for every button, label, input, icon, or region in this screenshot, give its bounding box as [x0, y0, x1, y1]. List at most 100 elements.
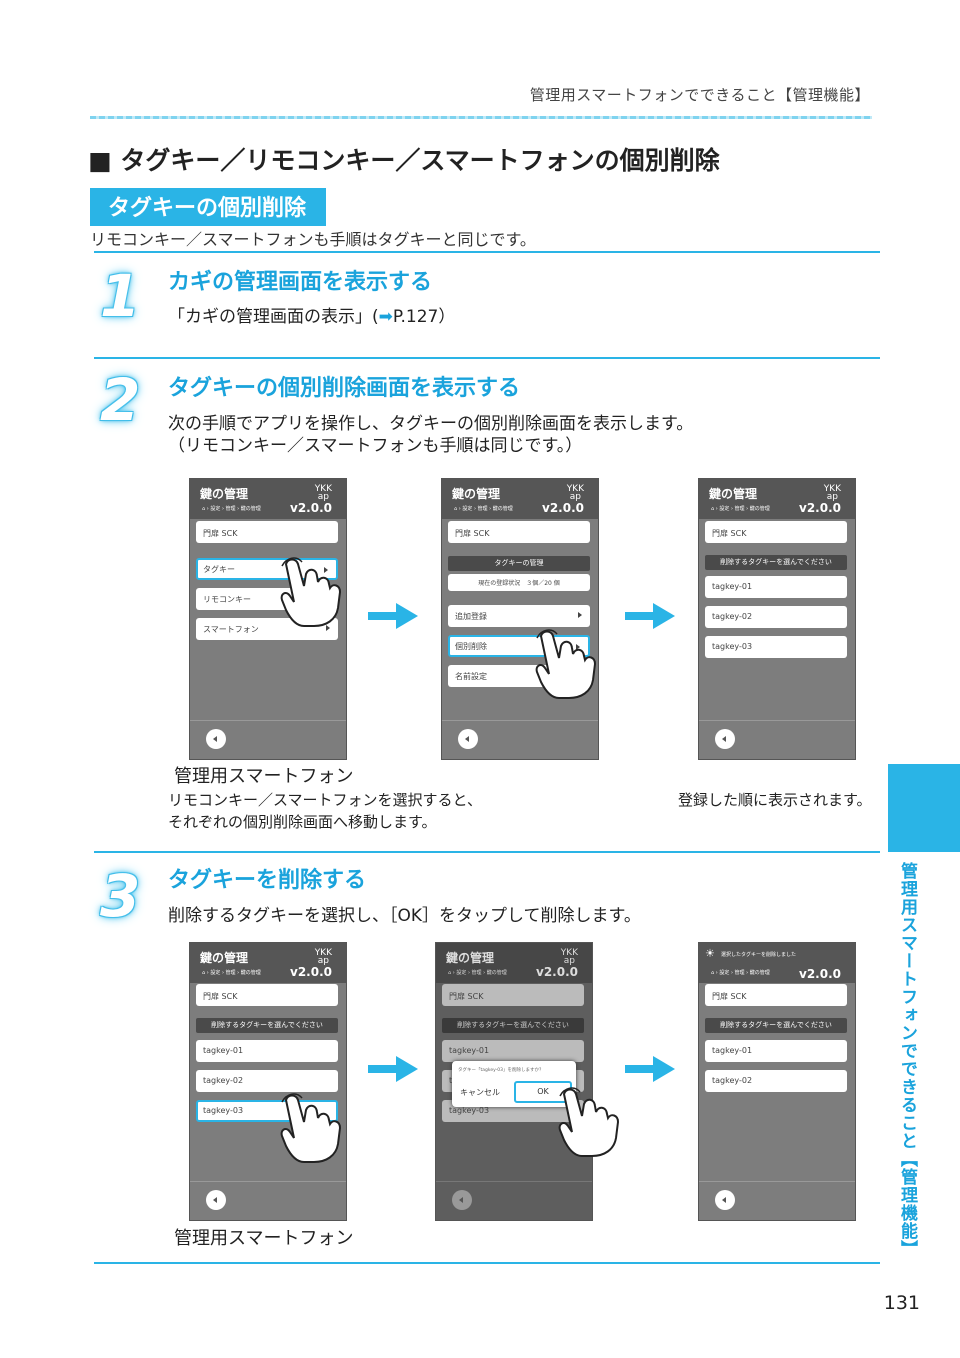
- step-2-note-line1: リモコンキー／スマートフォンを選択すると、: [168, 791, 482, 809]
- app-title: 鍵の管理: [709, 487, 758, 501]
- version-label: v2.0.0: [290, 965, 332, 979]
- tagkey-item[interactable]: tagkey-02: [705, 606, 847, 628]
- footer-bar: [699, 1181, 855, 1220]
- footer-bar: [442, 720, 598, 759]
- header-rule: [90, 116, 872, 119]
- tagkey-item[interactable]: tagkey-01: [705, 576, 847, 598]
- tagkey-item[interactable]: tagkey-01: [705, 1040, 847, 1062]
- sun-icon: ☀: [705, 947, 715, 960]
- step-1-page-ref[interactable]: P.127: [392, 307, 439, 327]
- door-field: 門扉 SCK: [705, 984, 847, 1006]
- tagkey-item[interactable]: tagkey-02: [705, 1070, 847, 1092]
- chapter-tab: [888, 764, 960, 852]
- chevron-right-icon: [326, 625, 330, 631]
- app-title: 鍵の管理: [452, 487, 501, 501]
- chevron-right-icon: [576, 644, 580, 650]
- back-button[interactable]: [206, 1190, 226, 1210]
- next-arrow-icon: [625, 1056, 675, 1082]
- step-1-body-prefix: 「カギの管理画面の表示」(: [168, 307, 379, 327]
- back-button: [452, 1190, 472, 1210]
- step-2-note-line2: それぞれの個別削除画面へ移動します。: [168, 813, 437, 831]
- back-button[interactable]: [458, 729, 478, 749]
- breadcrumb[interactable]: ⌂ › 設定 › 管理 › 鍵の管理: [202, 970, 261, 976]
- divider: [94, 851, 880, 853]
- section-bar: 削除するタグキーを選んでください: [196, 1018, 338, 1033]
- footer-bar: [436, 1181, 592, 1220]
- step-1-body-suffix: ）: [438, 307, 456, 327]
- step-2-body-line1: 次の手順でアプリを操作し、タグキーの個別削除画面を表示します。: [168, 414, 694, 434]
- back-button[interactable]: [206, 729, 226, 749]
- phone-screen-deleted: ☀ 選択したタグキーを削除しました ⌂ › 設定 › 管理 › 鍵の管理 v2.…: [698, 942, 856, 1221]
- tagkey-item[interactable]: tagkey-02: [196, 1070, 338, 1092]
- next-arrow-icon: [368, 603, 418, 629]
- registration-status: 現在の登録状況 ３個／20 個: [448, 574, 590, 591]
- app-title: 鍵の管理: [446, 951, 495, 965]
- phone-caption: 管理用スマートフォン: [174, 766, 354, 787]
- breadcrumb[interactable]: ⌂ › 設定 › 管理 › 鍵の管理: [202, 506, 261, 512]
- footer-bar: [699, 720, 855, 759]
- divider: [94, 357, 880, 359]
- page-title: ■ タグキー／リモコンキー／スマートフォンの個別削除: [88, 146, 720, 175]
- version-label: v2.0.0: [799, 501, 841, 515]
- step-3-body: 削除するタグキーを選択し、［OK］をタップして削除します。: [168, 906, 641, 926]
- phone-caption: 管理用スマートフォン: [174, 1228, 354, 1249]
- app-title: 鍵の管理: [200, 951, 249, 965]
- section-bar: 削除するタグキーを選んでください: [442, 1018, 584, 1033]
- next-arrow-icon: [368, 1056, 418, 1082]
- menu-item-add[interactable]: 追加登録: [448, 605, 590, 627]
- tap-hand-icon: [280, 557, 342, 627]
- door-field: 門扉 SCK: [448, 521, 590, 543]
- version-label: v2.0.0: [799, 967, 841, 981]
- tap-hand-icon: [535, 629, 597, 699]
- breadcrumb[interactable]: ⌂ › 設定 › 管理 › 鍵の管理: [711, 506, 770, 512]
- confirm-dialog: タグキー「tagkey-03」を削除しますか？ キャンセル OK: [452, 1061, 576, 1107]
- divider: [94, 1262, 880, 1264]
- page-number: 131: [883, 1292, 920, 1314]
- tagkey-item[interactable]: tagkey-03: [705, 636, 847, 658]
- step-3-title: タグキーを削除する: [168, 868, 367, 893]
- section-label: タグキーの個別削除: [90, 188, 327, 226]
- breadcrumb[interactable]: ⌂ › 設定 › 管理 › 鍵の管理: [711, 970, 770, 976]
- next-arrow-icon: [625, 603, 675, 629]
- intro-text: リモコンキー／スマートフォンも手順はタグキーと同じです。: [90, 230, 536, 249]
- step-1-title: カギの管理画面を表示する: [168, 270, 433, 295]
- back-button[interactable]: [715, 729, 735, 749]
- cancel-button[interactable]: キャンセル: [460, 1088, 500, 1097]
- section-bar: タグキーの管理: [448, 556, 590, 571]
- step-number-1: 1: [100, 262, 141, 330]
- door-field: 門扉 SCK: [705, 521, 847, 543]
- section-bar: 削除するタグキーを選んでください: [705, 1018, 847, 1033]
- tagkey-item: tagkey-01: [442, 1040, 584, 1062]
- step-number-2: 2: [100, 366, 141, 434]
- step-2-body-line2: （リモコンキー／スマートフォンも手順は同じです。）: [168, 436, 583, 456]
- section-bar: 削除するタグキーを選んでください: [705, 555, 847, 570]
- door-field: 門扉 SCK: [442, 984, 584, 1006]
- dialog-question: タグキー「tagkey-03」を削除しますか？: [458, 1068, 544, 1073]
- menu-item-tagkey[interactable]: タグキー: [196, 558, 338, 580]
- door-field: 門扉 SCK: [196, 521, 338, 543]
- breadcrumb: ⌂ › 設定 › 管理 › 鍵の管理: [448, 970, 507, 976]
- back-button[interactable]: [715, 1190, 735, 1210]
- tagkey-item[interactable]: tagkey-01: [196, 1040, 338, 1062]
- step-2-title: タグキーの個別削除画面を表示する: [168, 376, 521, 401]
- divider: [94, 251, 880, 253]
- app-header: ☀ 選択したタグキーを削除しました ⌂ › 設定 › 管理 › 鍵の管理 v2.…: [699, 943, 855, 983]
- breadcrumb[interactable]: ⌂ › 設定 › 管理 › 鍵の管理: [454, 506, 513, 512]
- chevron-right-icon: [578, 612, 582, 618]
- chevron-right-icon: [324, 567, 328, 573]
- tap-hand-icon: [280, 1093, 342, 1163]
- version-label: v2.0.0: [290, 501, 332, 515]
- app-title: 鍵の管理: [200, 487, 249, 501]
